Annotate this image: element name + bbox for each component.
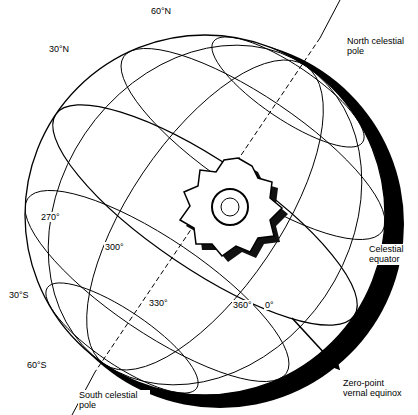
earth-gear xyxy=(180,158,288,262)
axis-label: 300° xyxy=(104,242,125,252)
axis-label: 270° xyxy=(40,212,61,222)
axis-label: 60°N xyxy=(150,6,172,16)
axis-label: 60°S xyxy=(26,360,48,370)
axis-label: 330° xyxy=(148,298,169,308)
axis-label: 30°N xyxy=(48,44,70,54)
axis-line xyxy=(320,0,340,38)
axis-label: Zero-point vernal equinox xyxy=(342,378,410,399)
axis-label: 30°S xyxy=(8,290,30,300)
axis-line xyxy=(95,38,320,372)
axis-label: South celestial pole xyxy=(78,390,150,411)
equinox-arrow xyxy=(292,318,338,368)
axis-label: North celestial pole xyxy=(346,36,410,57)
axis-label: Celestial equator xyxy=(368,244,414,265)
axis-label: 0° xyxy=(264,300,275,310)
axis-label: 360° xyxy=(232,300,253,310)
